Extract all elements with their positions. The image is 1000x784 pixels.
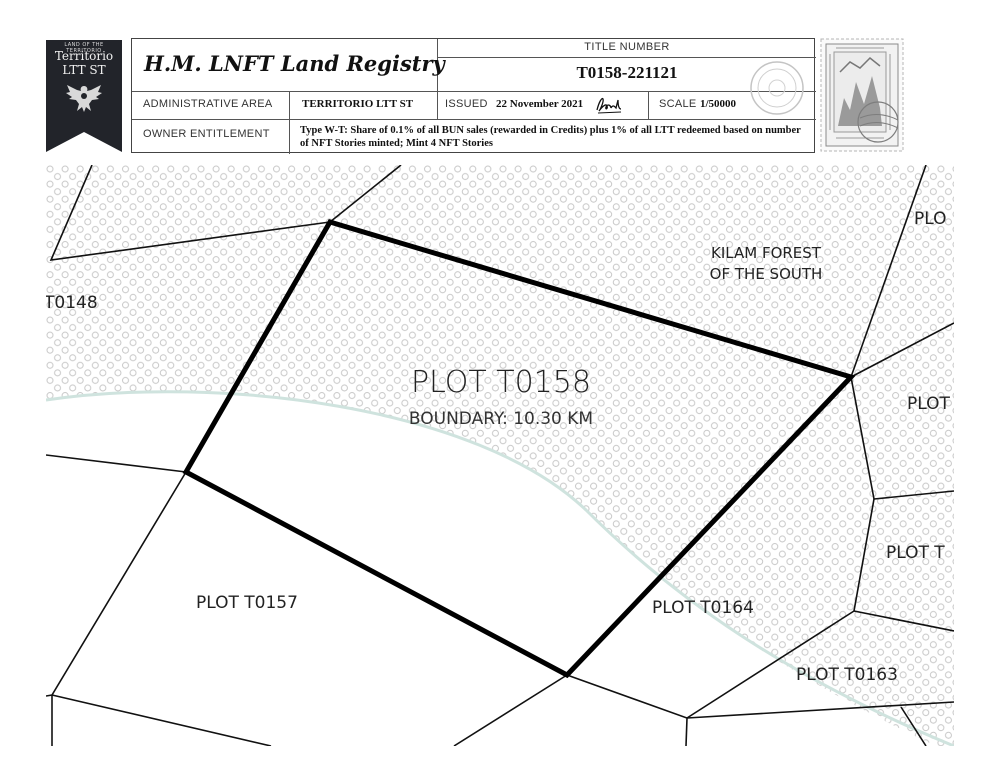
plot-label-partial-1: PLO	[914, 209, 947, 229]
forest-label: KILAM FOREST OF THE SOUTH	[686, 243, 846, 285]
badge-title-line2: LTT ST	[62, 63, 106, 77]
title-number-label: TITLE NUMBER	[584, 41, 670, 53]
plot-label-t0148: T0148	[46, 293, 98, 313]
admin-area-value: TERRITORIO LTT ST	[302, 98, 414, 110]
plot-map: PLOT T0158 BOUNDARY: 10.30 KM KILAM FORE…	[46, 165, 954, 746]
registry-title: H.M. LNFT Land Registry	[144, 51, 445, 76]
plot-label-partial-2: PLOT	[907, 394, 950, 414]
scale-value: 1/50000	[700, 98, 737, 110]
plot-t0158-boundary	[182, 219, 856, 679]
scale-label: SCALE	[659, 98, 697, 110]
title-number-value: T0158-221121	[576, 63, 678, 82]
plot-label-partial-3: PLOT T	[886, 543, 945, 563]
postage-stamp	[820, 38, 904, 152]
territorio-badge: LAND OF THE TERRITORIO Territorio LTT ST	[46, 40, 122, 152]
admin-area-label: ADMINISTRATIVE AREA	[143, 98, 273, 110]
forest-label-line2: OF THE SOUTH	[709, 265, 823, 283]
eagle-emblem-icon	[66, 85, 102, 112]
owner-entitlement-text: Type W-T: Share of 0.1% of all BUN sales…	[300, 125, 801, 149]
title-header-table: H.M. LNFT Land Registry TITLE NUMBER T01…	[131, 38, 816, 154]
main-plot-boundary: BOUNDARY: 10.30 KM	[408, 409, 594, 429]
forest-label-line1: KILAM FOREST	[711, 244, 821, 262]
badge-title-line1: Territorio	[54, 49, 114, 63]
plot-label-t0163: PLOT T0163	[796, 665, 898, 685]
owner-entitlement-label: OWNER ENTITLEMENT	[143, 128, 270, 140]
map-canvas	[46, 165, 954, 746]
badge-small-text: LAND OF THE TERRITORIO	[64, 42, 104, 54]
issued-label: ISSUED	[445, 98, 488, 110]
main-plot-title: PLOT T0158	[411, 365, 591, 400]
issued-date: 22 November 2021	[496, 98, 584, 110]
signature-icon	[596, 97, 622, 114]
plot-label-t0164: PLOT T0164	[652, 598, 754, 618]
seal-watermark-icon	[750, 61, 804, 115]
plot-label-t0157: PLOT T0157	[196, 593, 298, 613]
